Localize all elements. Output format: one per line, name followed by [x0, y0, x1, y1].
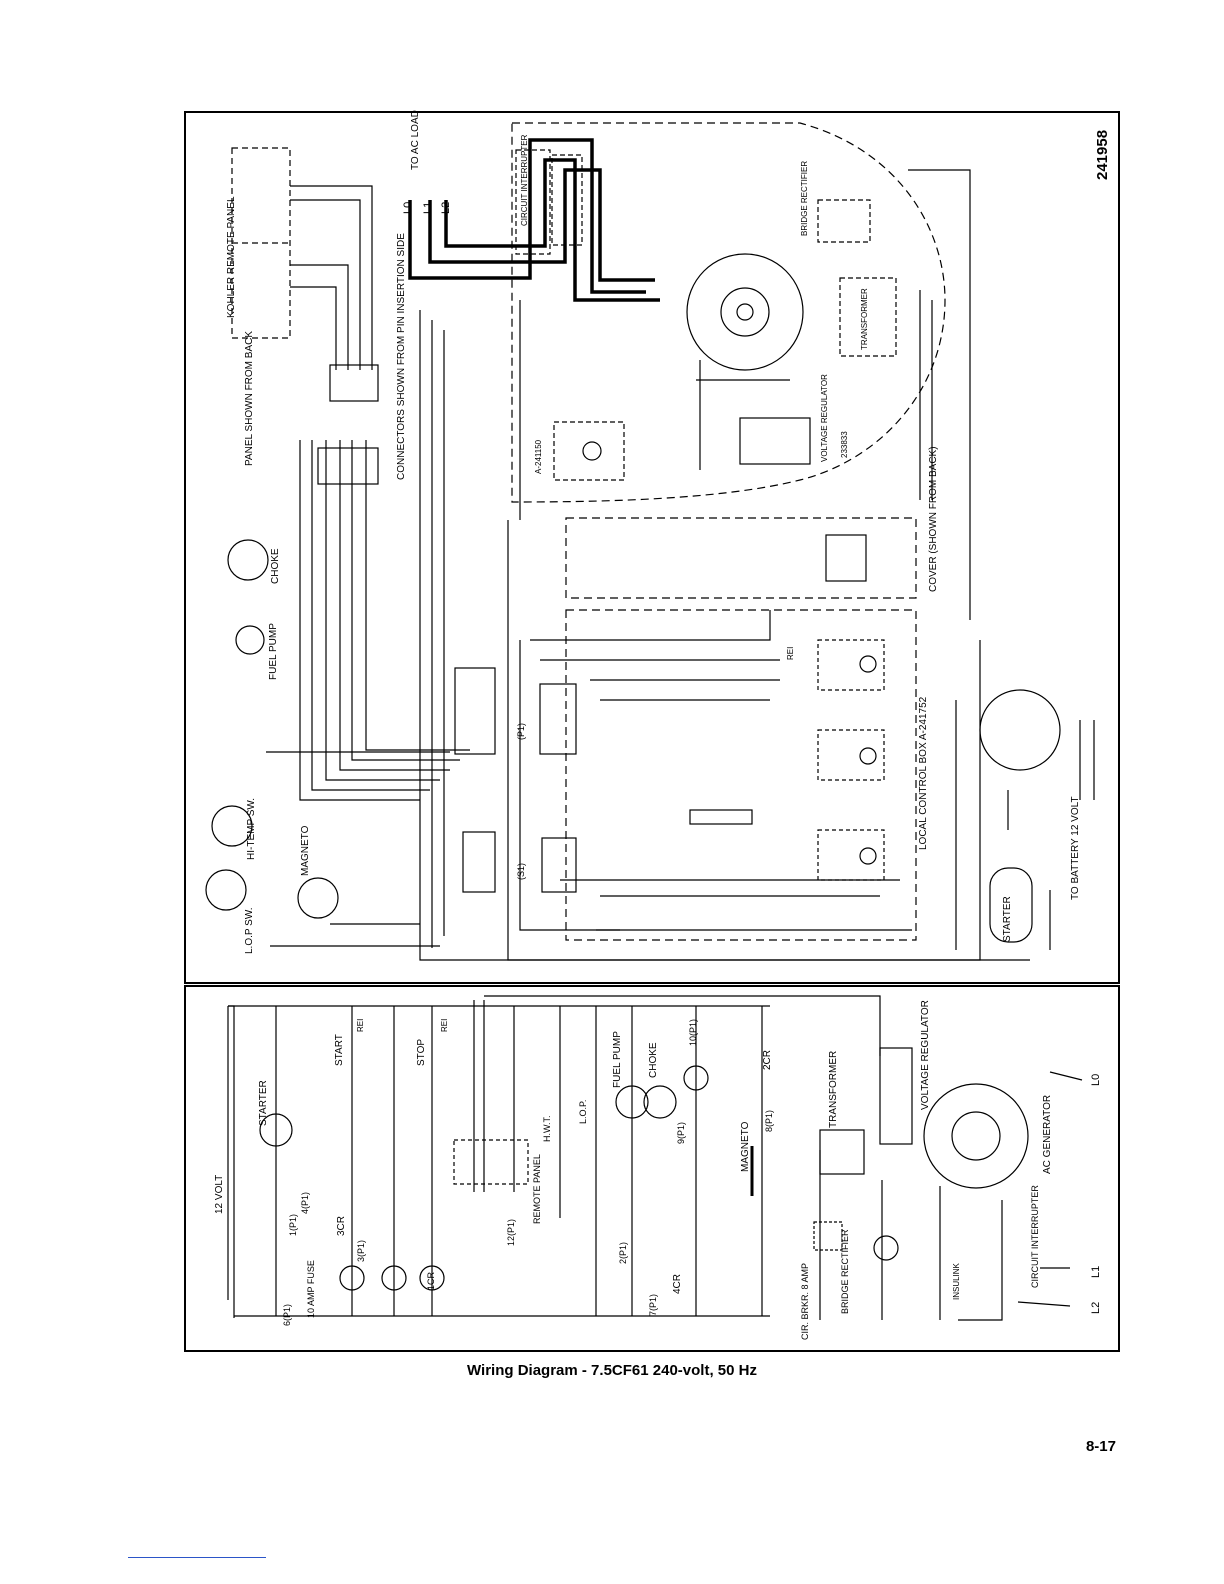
- schematic-insulink-label: INSULINK: [952, 1263, 961, 1300]
- schematic-bridge-rectifier: [813, 1221, 843, 1251]
- bridge-rectifier-label: BRIDGE RECTIFIER: [800, 160, 809, 236]
- transformer-label: TRANSFORMER: [860, 288, 869, 350]
- regulator-part-number: 233833: [840, 431, 849, 458]
- remote-panel-box: [231, 147, 291, 339]
- connectors-note: CONNECTORS SHOWN FROM PIN INSERTION SIDE: [396, 233, 407, 480]
- circuit-interrupter-label: CIRCUIT INTERRUPTER: [520, 134, 529, 226]
- schematic-contact-6p1: 6(P1): [282, 1303, 292, 1326]
- connector-p1-b: [539, 683, 577, 755]
- schematic-contact-1p1: 1(P1): [288, 1213, 298, 1236]
- ldp-symbol: [205, 869, 247, 911]
- panel-note: PANEL SHOWN FROM BACK: [244, 330, 255, 466]
- schematic-start-label: START: [334, 1034, 345, 1066]
- schematic-contact-3p1: 3(P1): [356, 1239, 366, 1262]
- voltage-regulator-label: VOLTAGE REGULATOR: [820, 374, 829, 462]
- connector-remote-2: [317, 447, 379, 485]
- circuit-interrupter-2: [551, 154, 583, 246]
- relay-a241150: [553, 421, 625, 481]
- schematic-magneto-label: MAGNETO: [740, 1121, 751, 1172]
- schematic-contact-10p1: 10(P1): [688, 1018, 698, 1046]
- schematic-fuel-pump-label: FUEL PUMP: [612, 1031, 623, 1088]
- schematic-circuit-interrupter-label: CIRCUIT INTERRUPTER: [1030, 1185, 1040, 1288]
- control-box-label: LOCAL CONTROL BOX A-241752: [918, 696, 929, 850]
- to-ac-load-label: TO AC LOAD: [410, 110, 421, 170]
- schematic-transformer-label: TRANSFORMER: [828, 1050, 839, 1128]
- starter-switch-symbol: [979, 689, 1061, 771]
- circuit-interrupter-1: [515, 149, 551, 255]
- pictorial-diagram-frame: [184, 111, 1120, 984]
- fuel-pump-label: FUEL PUMP: [268, 623, 279, 680]
- remote-panel-label: KOHLER REMOTE PANEL: [226, 196, 237, 318]
- connector-s1-a: [462, 831, 496, 893]
- connector-p1-a: [454, 667, 496, 755]
- schematic-battery-label: 12 VOLT: [214, 1174, 225, 1214]
- page-number: 8-17: [1085, 1438, 1116, 1455]
- schematic-line-l0: L0: [1090, 1073, 1102, 1086]
- choke-symbol: [227, 539, 269, 581]
- schematic-line-l2: L2: [1090, 1301, 1102, 1314]
- ldp-label: L.O.P SW.: [244, 907, 255, 955]
- schematic-transformer: [819, 1129, 865, 1175]
- rei-label: REI: [786, 646, 795, 660]
- p1-connector-label: (P1): [516, 722, 526, 740]
- load-line-l1: L1: [422, 201, 434, 214]
- schematic-rei-stop: REI: [440, 1018, 449, 1032]
- schematic-stop-label: STOP: [416, 1038, 427, 1066]
- schematic-contact-4p1: 4(P1): [300, 1191, 310, 1214]
- schematic-contact-9p1: 9(P1): [676, 1121, 686, 1144]
- schematic-circuit-breaker-label: CIR. BRKR. 8 AMP: [800, 1262, 810, 1340]
- schematic-voltage-regulator: [879, 1047, 913, 1145]
- schematic-ac-generator-label: AC GENERATOR: [1042, 1094, 1053, 1174]
- control-box: [565, 609, 917, 941]
- fuel-pump-symbol: [235, 625, 265, 655]
- schematic-lop-label: L.O.P.: [578, 1099, 588, 1124]
- load-line-l0: L0: [402, 201, 414, 214]
- schematic-choke-label: CHOKE: [648, 1042, 659, 1078]
- schematic-fuse-label: 10 AMP FUSE: [306, 1260, 316, 1318]
- choke-label: CHOKE: [270, 548, 281, 584]
- relay-part-number: A-241150: [534, 439, 543, 474]
- connector-remote-1: [329, 364, 379, 402]
- generator-rotor-outer: [686, 253, 804, 371]
- hi-temp-symbol: [211, 805, 253, 847]
- generator-enclosure: [511, 122, 946, 503]
- schematic-rei-start: REI: [356, 1018, 365, 1032]
- cover-box: [565, 517, 917, 599]
- schematic-relay-3cr: 3CR: [336, 1215, 347, 1236]
- schematic-line-l1: L1: [1090, 1265, 1102, 1278]
- schematic-contact-2p1: 2(P1): [618, 1241, 628, 1264]
- connector-s1-b: [541, 837, 577, 893]
- cover-label: COVER (SHOWN FROM BACK): [928, 446, 939, 592]
- load-line-l2: L2: [440, 201, 452, 214]
- schematic-remote-panel-label: REMOTE PANEL: [532, 1154, 542, 1224]
- drawing-number: 241958: [1094, 129, 1111, 180]
- schematic-contact-7p1: 7(P1): [648, 1293, 658, 1316]
- magneto-symbol: [297, 877, 339, 919]
- bridge-rectifier-block: [817, 199, 871, 243]
- schematic-starter-label: STARTER: [258, 1080, 269, 1126]
- schematic-bridge-rectifier-label: BRIDGE RECTIFIER: [840, 1229, 850, 1314]
- schematic-relay-2cr: 2CR: [762, 1049, 773, 1070]
- to-battery-label: TO BATTERY 12 VOLT: [1070, 796, 1081, 900]
- starter-label: STARTER: [1002, 896, 1013, 942]
- schematic-contact-8p1: 8(P1): [764, 1109, 774, 1132]
- figure-caption: Wiring Diagram - 7.5CF61 240-volt, 50 Hz: [467, 1362, 757, 1379]
- voltage-regulator-block: [739, 417, 811, 465]
- magneto-label: MAGNETO: [300, 825, 311, 876]
- schematic-contact-12p1: 12(P1): [506, 1218, 516, 1246]
- schematic-relay-4cr: 4CR: [672, 1273, 683, 1294]
- hi-temp-label: HI-TEMP SW.: [246, 797, 257, 860]
- s1-connector-label: (S1): [516, 862, 526, 880]
- schematic-voltage-regulator-label: VOLTAGE REGULATOR: [920, 1000, 931, 1110]
- schematic-diagram-frame: [184, 985, 1120, 1352]
- starter-motor-symbol: [989, 867, 1033, 943]
- footer-rule: [128, 1557, 266, 1558]
- schematic-relay-1cr: 1CR: [426, 1271, 436, 1290]
- schematic-hwt-label: H.W.T.: [542, 1115, 552, 1143]
- transformer-block: [839, 277, 897, 357]
- schematic-generator-outer: [923, 1083, 1029, 1189]
- schematic-starter-motor: [259, 1113, 293, 1147]
